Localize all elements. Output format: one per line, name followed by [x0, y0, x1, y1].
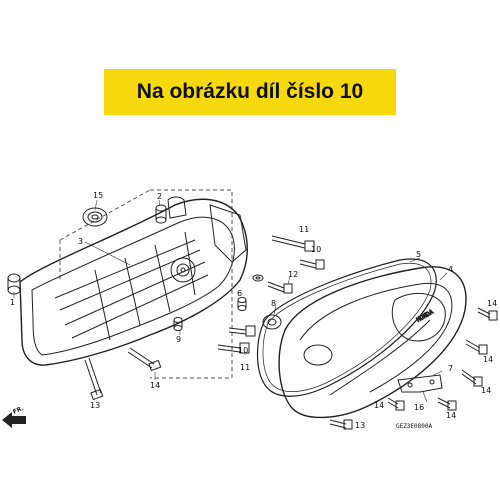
- callout-label: 14: [374, 401, 384, 410]
- callout-label: 15: [93, 191, 103, 200]
- callout-label: 10: [238, 346, 248, 355]
- leader-lines: [13, 199, 448, 403]
- small-dowel: [173, 317, 183, 331]
- callout-label: 6: [237, 289, 242, 298]
- callout-label: 14: [481, 386, 491, 395]
- assembly-outline: [150, 189, 233, 379]
- callout-label: 14: [446, 411, 456, 420]
- bolt-center: [228, 325, 256, 337]
- callout-label: 9: [176, 335, 181, 344]
- callout-label: 14: [150, 381, 160, 390]
- diagram-code: GEZ3E0800A: [396, 423, 433, 430]
- callout-label: 11: [240, 363, 250, 372]
- dowel-pin: [155, 204, 167, 224]
- direction-arrow: [2, 412, 26, 428]
- bearing: [82, 207, 108, 227]
- title-banner: Na obrázku díl číslo 10: [104, 69, 396, 115]
- callout-label: 4: [448, 265, 453, 274]
- callout-label: 1: [10, 298, 15, 307]
- bolt-cover: [329, 307, 498, 430]
- callout-label: 14: [487, 299, 497, 308]
- bolt-upper: [271, 235, 325, 270]
- bolt-long: [127, 347, 162, 372]
- bolt-long: [84, 357, 104, 401]
- callout-label: 5: [416, 250, 421, 259]
- banner-text: Na obrázku díl číslo 10: [136, 80, 364, 103]
- callout-label: 7: [448, 364, 453, 373]
- callout-label: 16: [414, 403, 424, 412]
- callout-label: 11: [299, 225, 309, 234]
- bushing: [7, 273, 21, 295]
- callout-label: 2: [157, 192, 162, 201]
- callout-label: 12: [288, 270, 298, 279]
- callout-label: 13: [355, 421, 365, 430]
- oil-seal: [262, 314, 282, 330]
- bolt-center: [217, 342, 250, 354]
- callout-label: 10: [311, 245, 321, 254]
- callout-labels: 15 2 3 1 9 13 14 10 11 11 10 12 8 5 4 7 …: [10, 191, 497, 430]
- left-crankcase-cover: HONDA: [278, 266, 467, 419]
- mounting-bracket: [397, 374, 443, 393]
- callout-label: 13: [90, 401, 100, 410]
- gasket: [256, 258, 437, 397]
- callout-label: 14: [483, 355, 493, 364]
- crankcase-left-half: [19, 196, 248, 366]
- callout-label: 8: [271, 299, 276, 308]
- callout-label: 3: [78, 237, 83, 246]
- direction-label: FR.: [12, 405, 25, 416]
- dowel-pair: [237, 274, 264, 311]
